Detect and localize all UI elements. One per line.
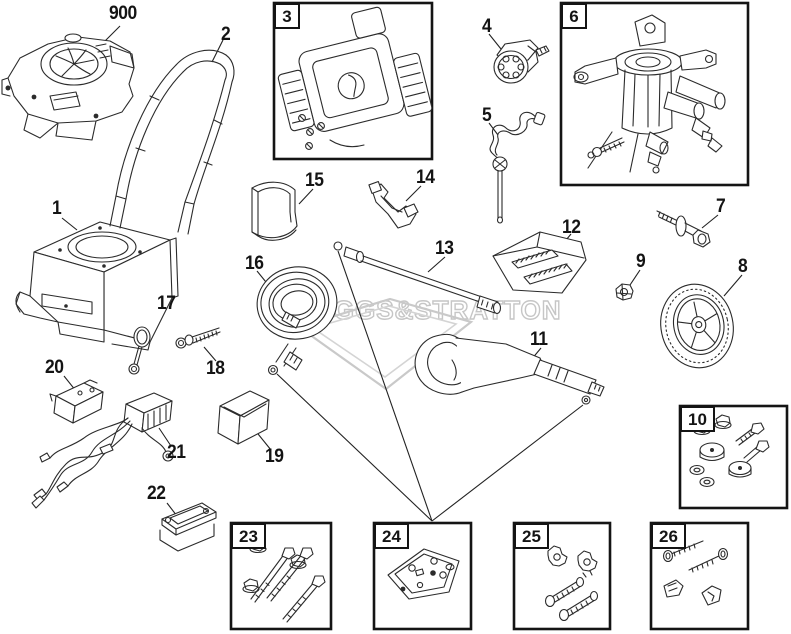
part-label-22[interactable]: 22 [147,483,166,504]
brand-diamond-logo [296,297,474,391]
screw-kit-26-art [649,521,750,631]
group-label-26[interactable]: 26 [651,523,686,549]
part-label-900[interactable]: 900 [109,3,137,24]
seal-kit-24-art [372,521,473,631]
group-label-10[interactable]: 10 [680,406,715,432]
axle-nut-art [615,283,634,301]
engine-art [1,33,135,141]
bolt-18-art [175,327,221,349]
frame-art [15,195,195,351]
cap-art [493,39,550,84]
part-label-9[interactable]: 9 [636,251,646,272]
lance-art [333,241,502,315]
module-20-art [49,379,104,424]
group-label-23[interactable]: 23 [231,523,266,549]
axle-bolt-art [656,210,711,248]
handle-art [115,49,235,205]
ring-pin-art [128,326,151,375]
part-label-20[interactable]: 20 [45,357,64,378]
part-label-5[interactable]: 5 [482,105,492,126]
part-label-13[interactable]: 13 [435,238,454,259]
control-panel-art [272,1,434,161]
knob-kit-25-art [512,521,612,631]
nozzle-pouch-art [492,231,587,294]
part-label-1[interactable]: 1 [52,198,62,219]
part-label-12[interactable]: 12 [562,217,581,238]
part-label-8[interactable]: 8 [738,256,748,277]
part-label-21[interactable]: 21 [167,442,186,463]
plate-22-art [159,502,217,552]
group-label-25[interactable]: 25 [514,523,549,549]
group-label-3[interactable]: 3 [274,3,300,29]
bracket-15-art [251,181,298,241]
part-label-16[interactable]: 16 [245,253,264,274]
harness-art [31,392,174,509]
part-label-14[interactable]: 14 [416,167,435,188]
spray-gun-art [414,333,605,405]
hose-art [256,266,338,376]
pump-art [559,1,750,187]
part-label-18[interactable]: 18 [206,358,225,379]
group-label-6[interactable]: 6 [561,3,587,29]
wheel-art [660,283,734,369]
bracket-14-art [368,180,419,229]
part-label-2[interactable]: 2 [221,24,231,45]
group-label-24[interactable]: 24 [374,523,409,549]
part-label-17[interactable]: 17 [157,293,176,314]
part-label-4[interactable]: 4 [482,16,492,37]
part-label-7[interactable]: 7 [716,196,726,217]
box-19-art [217,390,270,445]
siphon-tube-art [489,111,546,224]
part-label-11[interactable]: 11 [530,329,548,350]
part-label-19[interactable]: 19 [265,446,284,467]
part-label-15[interactable]: 15 [305,170,324,191]
